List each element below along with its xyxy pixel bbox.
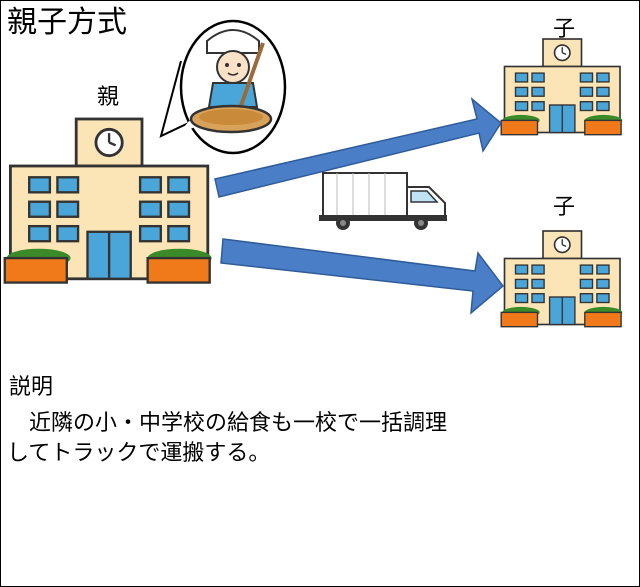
child-school-icon-top [500,38,624,136]
child-school-icon-bottom [500,230,624,328]
arrow-icon-bottom [220,238,505,315]
description-text: 近隣の小・中学校の給食も一校で一括調理 してトラックで運搬する。 [7,411,448,466]
parent-school-icon [3,117,213,284]
section-heading: 説明 [9,375,54,400]
delivery-truck-icon [319,172,447,230]
child-label-top: 子 [553,17,576,42]
page-title: 親子方式 [7,5,127,40]
arrow-icon-top [214,96,502,198]
child-label-bottom: 子 [553,195,576,220]
cook-icon [189,29,273,134]
parent-label: 親 [97,85,120,110]
